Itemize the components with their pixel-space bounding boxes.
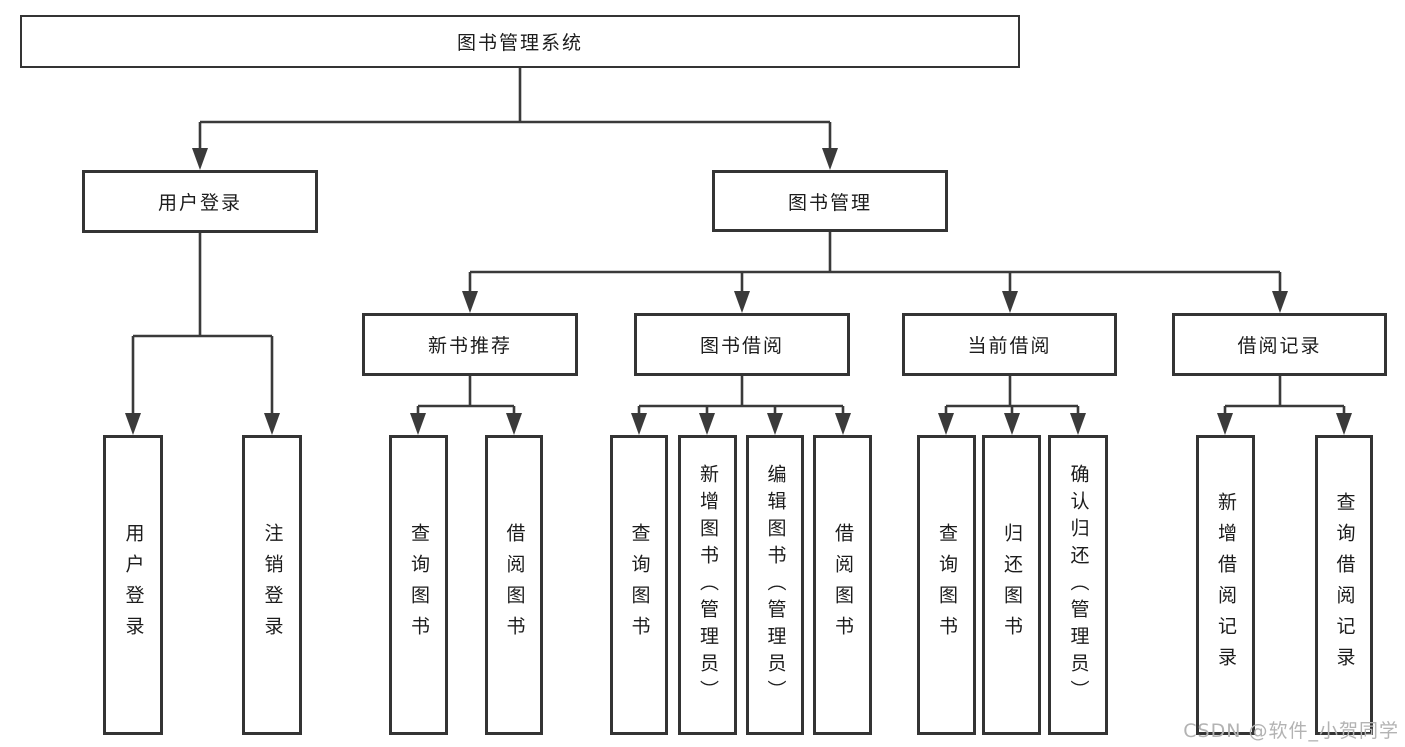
leaf-label: 借阅图书: [832, 523, 854, 647]
node-new-book-recommendation: 新书推荐: [362, 313, 578, 376]
leaf-label: 用户登录: [122, 523, 145, 647]
watermark: CSDN @软件_小贺同学: [1183, 720, 1399, 742]
node-label: 当前借阅: [967, 335, 1052, 357]
leaf-add-books-admin: 新增图书（管理员）: [678, 435, 737, 735]
leaf-return-books: 归还图书: [982, 435, 1041, 735]
leaf-label: 确认归还（管理员）: [1067, 463, 1090, 707]
leaf-label: 编辑图书（管理员）: [764, 463, 787, 707]
leaf-label: 查询图书: [936, 523, 958, 647]
leaf-confirm-return-admin: 确认归还（管理员）: [1048, 435, 1108, 735]
leaf-label: 注销登录: [261, 523, 284, 647]
node-book-borrowing: 图书借阅: [634, 313, 850, 376]
node-book-management: 图书管理: [712, 170, 948, 232]
leaf-query-borrow-record: 查询借阅记录: [1315, 435, 1373, 735]
leaf-logout: 注销登录: [242, 435, 302, 735]
leaf-label: 新增借阅记录: [1215, 492, 1237, 678]
leaf-label: 查询图书: [408, 523, 430, 647]
node-borrowing-records: 借阅记录: [1172, 313, 1387, 376]
node-library-management-system: 图书管理系统: [20, 15, 1020, 68]
leaf-label: 归还图书: [1001, 523, 1023, 647]
node-label: 借阅记录: [1237, 335, 1322, 357]
leaf-label: 新增图书（管理员）: [697, 463, 719, 707]
leaf-query-books-recommend: 查询图书: [389, 435, 448, 735]
node-label: 图书管理系统: [456, 32, 583, 54]
leaf-borrow-books-recommend: 借阅图书: [485, 435, 543, 735]
node-current-borrowing: 当前借阅: [902, 313, 1117, 376]
node-label: 用户登录: [157, 192, 242, 214]
node-user-login: 用户登录: [82, 170, 318, 233]
leaf-user-login: 用户登录: [103, 435, 163, 735]
leaf-query-books-current: 查询图书: [917, 435, 976, 735]
leaf-edit-books-admin: 编辑图书（管理员）: [746, 435, 804, 735]
leaf-query-books-borrowing: 查询图书: [610, 435, 668, 735]
leaf-borrow-books-borrowing: 借阅图书: [813, 435, 872, 735]
node-label: 图书管理: [787, 191, 872, 214]
leaf-add-borrow-record: 新增借阅记录: [1196, 435, 1255, 735]
leaf-label: 查询图书: [628, 523, 651, 647]
leaf-label: 查询借阅记录: [1333, 492, 1356, 678]
leaf-label: 借阅图书: [503, 523, 526, 647]
node-label: 图书借阅: [699, 335, 784, 357]
node-label: 新书推荐: [427, 335, 512, 357]
